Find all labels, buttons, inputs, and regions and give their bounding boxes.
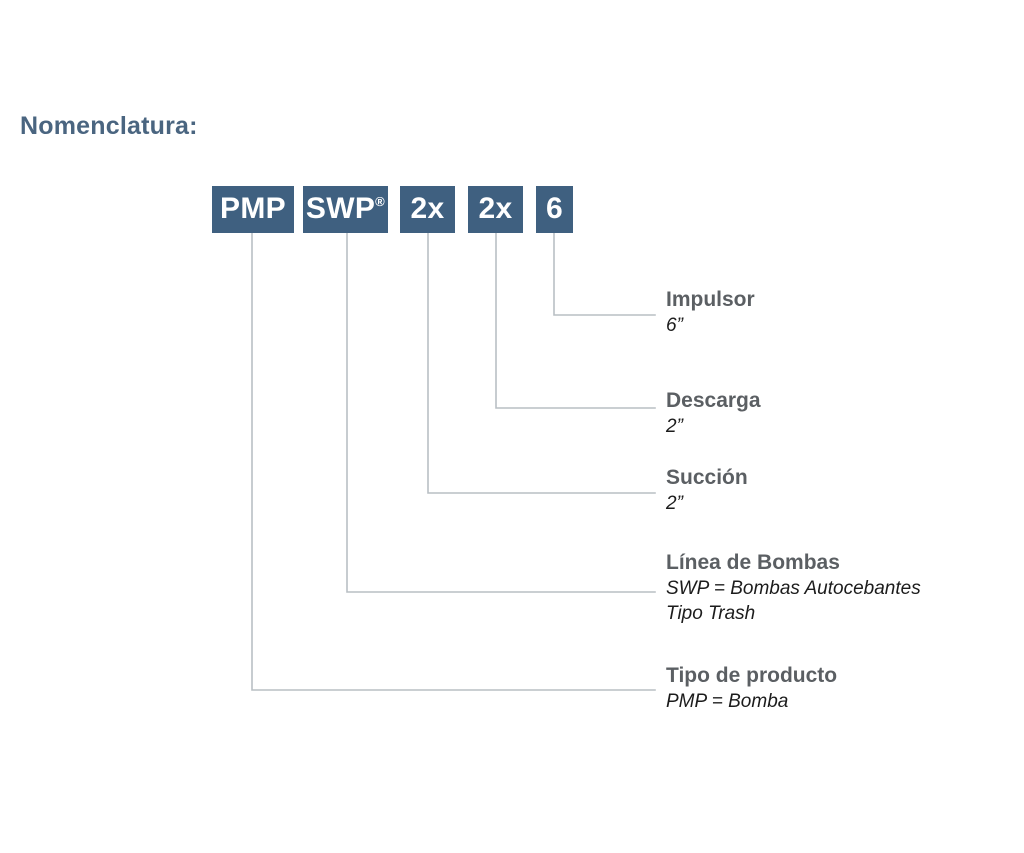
code-box-pmp-0: PMP [212,186,294,233]
connector-linea-de-bombas [346,232,656,593]
code-box-text: PMP [220,191,286,225]
legend-title-impulsor: Impulsor [666,288,755,311]
code-box-swp-1: SWP® [303,186,388,233]
legend-item-descarga: Descarga 2” [666,389,761,439]
code-box-2x-3: 2x [468,186,523,233]
code-box-text: SWP [305,191,376,225]
code-box-text: 2x [478,191,513,225]
code-box-text: 6 [546,191,563,225]
legend-detail-tipo-de-producto: PMP = Bomba [666,690,789,712]
registered-trademark-icon: ® [375,194,386,209]
legend-title-tipo-de-producto: Tipo de producto [666,664,838,687]
connector-succion [427,232,656,494]
connector-impulsor [553,232,656,316]
legend-detail-descarga: 2” [666,415,683,437]
legend-item-impulsor: Impulsor 6” [666,288,755,338]
legend-title-succion: Succión [666,466,748,489]
code-box-2x-2: 2x [400,186,455,233]
legend-title-linea-de-bombas: Línea de Bombas [666,551,840,574]
legend-title-descarga: Descarga [666,389,761,412]
legend-item-succion: Succión 2” [666,466,748,516]
legend-detail2-linea-de-bombas: Tipo Trash [666,603,756,625]
legend-detail-impulsor: 6” [666,314,683,336]
connector-descarga [495,232,656,409]
legend-detail-linea-de-bombas: SWP = Bombas Autocebantes [666,577,921,599]
code-box-text: 2x [410,191,445,225]
code-box-6-4: 6 [536,186,573,233]
legend-detail-succion: 2” [666,492,683,514]
page-title: Nomenclatura: [20,112,198,140]
connector-tipo-de-producto [251,232,656,691]
